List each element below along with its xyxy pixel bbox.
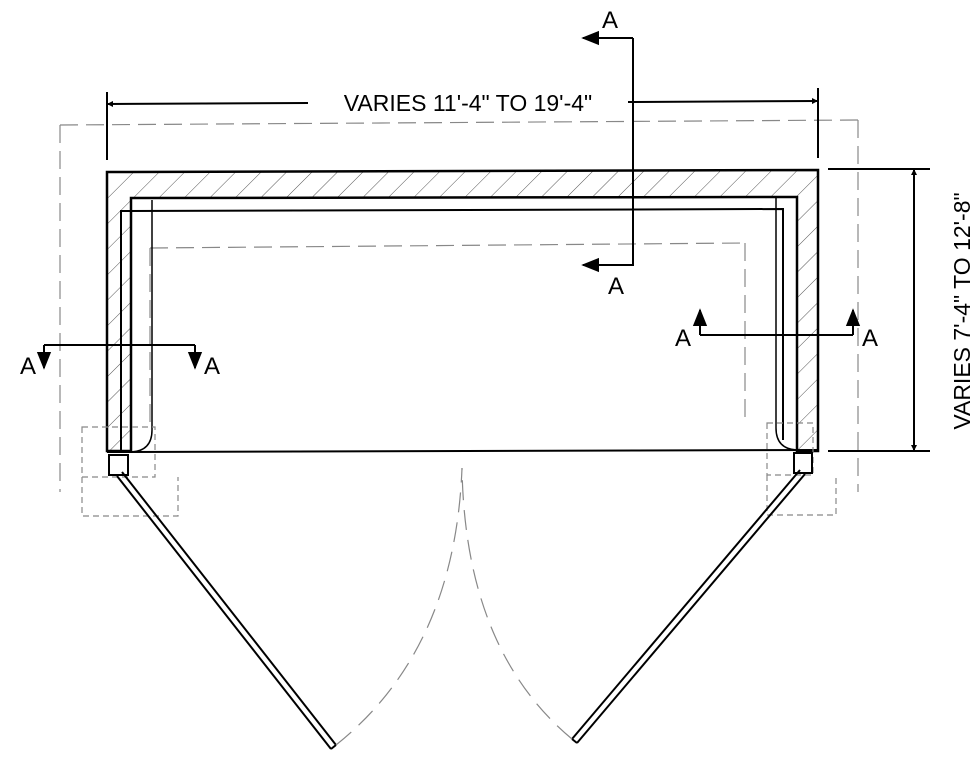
height-dimension — [828, 168, 930, 452]
door-right — [571, 469, 806, 744]
hatched-wall — [105, 168, 820, 453]
section-label-right-b: A — [862, 325, 878, 352]
hinge-blocks — [108, 452, 813, 476]
corner-arcs — [130, 198, 798, 453]
door-swing-arcs — [335, 467, 573, 746]
section-label-top-upper: A — [602, 7, 618, 34]
section-label-left-b: A — [204, 353, 220, 380]
section-label-right-a: A — [675, 325, 691, 352]
door-left — [116, 471, 337, 750]
section-cut-right — [692, 308, 861, 336]
height-dimension-label: VARIES 7'-4" TO 12'-8" — [949, 192, 975, 429]
section-label-left-a: A — [20, 353, 36, 380]
hinge-dashed-boxes — [81, 422, 837, 517]
section-cut-left — [36, 344, 203, 370]
inner-liner — [120, 207, 784, 451]
section-label-top-lower: A — [608, 273, 624, 300]
width-dimension — [106, 88, 819, 160]
section-cut-top — [581, 30, 634, 273]
width-dimension-label: VARIES 11'-4" TO 19'-4" — [344, 90, 592, 116]
opening-line — [106, 449, 819, 453]
